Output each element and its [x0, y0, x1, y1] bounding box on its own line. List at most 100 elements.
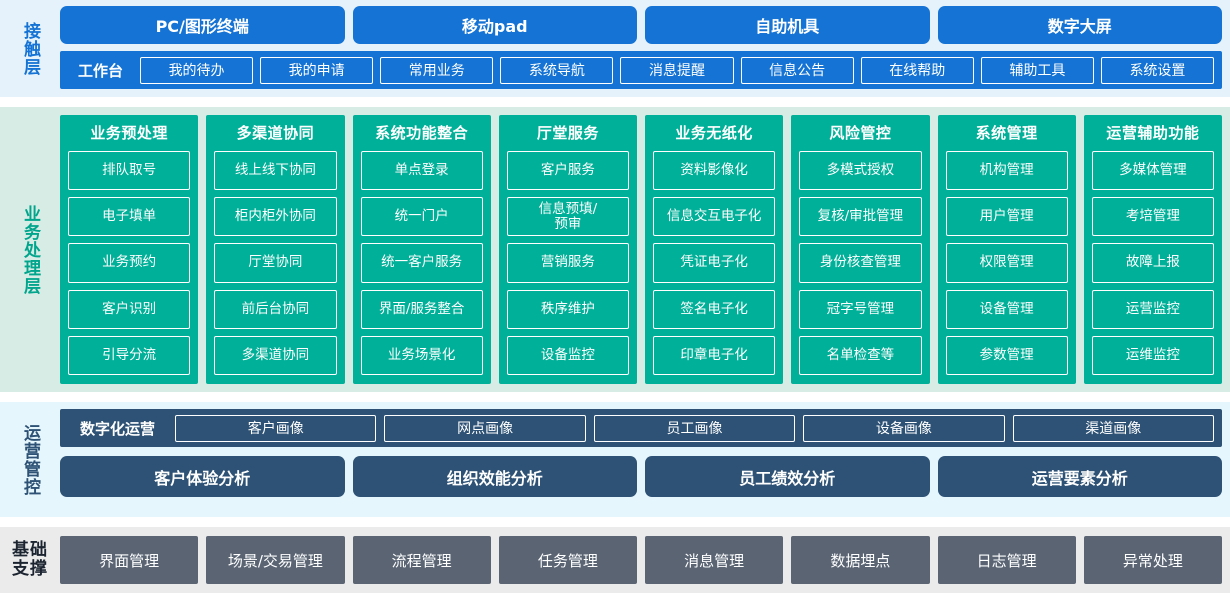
operations-layer-label-text: 运营管控	[20, 423, 41, 496]
portrait-item-device[interactable]: 设备画像	[803, 414, 1005, 442]
band-separator-3	[0, 517, 1230, 527]
workbench-item-online-help[interactable]: 在线帮助	[860, 56, 974, 84]
business-item[interactable]: 多媒体管理	[1091, 151, 1214, 191]
business-item[interactable]: 柜内柜外协同	[214, 197, 337, 237]
business-item[interactable]: 排队取号	[68, 151, 191, 191]
channel-item-self-service[interactable]: 自助机具	[645, 6, 930, 44]
business-column-hall-service: 厅堂服务 客户服务 信息预填/ 预审 营销服务 秩序维护 设备监控	[498, 115, 637, 384]
workbench-item-message-alert[interactable]: 消息提醒	[620, 56, 734, 84]
business-column-operation-aux: 运营辅助功能 多媒体管理 考培管理 故障上报 运营监控 运维监控	[1083, 115, 1222, 384]
business-item[interactable]: 单点登录	[360, 151, 483, 191]
workbench-item-announcement[interactable]: 信息公告	[740, 56, 854, 84]
business-column-title: 系统功能整合	[375, 124, 469, 142]
operations-layer-side-label: 运营管控	[0, 402, 60, 517]
foundation-item-message-management[interactable]: 消息管理	[645, 536, 784, 584]
operations-layer-body: 数字化运营 客户画像 网点画像 员工画像 设备画像 渠道画像 客户体验分析 组织…	[60, 402, 1230, 517]
business-item[interactable]: 凭证电子化	[653, 243, 776, 283]
workbench-item-system-settings[interactable]: 系统设置	[1100, 56, 1214, 84]
analysis-item-employee-performance[interactable]: 员工绩效分析	[645, 456, 930, 497]
business-item[interactable]: 客户服务	[506, 151, 629, 191]
analysis-item-customer-experience[interactable]: 客户体验分析	[60, 456, 345, 497]
business-item[interactable]: 业务预约	[68, 243, 191, 283]
portrait-item-channel[interactable]: 渠道画像	[1012, 414, 1214, 442]
business-item[interactable]: 考培管理	[1091, 197, 1214, 237]
business-item[interactable]: 前后台协同	[214, 289, 337, 329]
business-item[interactable]: 线上线下协同	[214, 151, 337, 191]
business-item[interactable]: 冠字号管理	[799, 289, 922, 329]
foundation-layer-label-text: 基础支撑	[12, 541, 48, 578]
business-column-title: 运营辅助功能	[1106, 124, 1200, 142]
portrait-item-employee[interactable]: 员工画像	[593, 414, 796, 442]
contact-layer-band: 接触层 PC/图形终端 移动pad 自助机具 数字大屏 工作台 我的待办 我的申…	[0, 0, 1230, 97]
foundation-label-line-2: 支撑	[12, 559, 48, 579]
workbench-title: 工作台	[78, 61, 124, 80]
business-item[interactable]: 业务场景化	[360, 335, 483, 376]
business-item[interactable]: 统一客户服务	[360, 243, 483, 283]
business-column-paperless: 业务无纸化 资料影像化 信息交互电子化 凭证电子化 签名电子化 印章电子化	[645, 115, 784, 384]
business-item[interactable]: 信息预填/ 预审	[506, 197, 629, 237]
workbench-row: 工作台 我的待办 我的申请 常用业务 系统导航 消息提醒 信息公告 在线帮助 辅…	[60, 51, 1222, 89]
channel-row: PC/图形终端 移动pad 自助机具 数字大屏	[60, 6, 1222, 44]
analysis-item-org-efficiency[interactable]: 组织效能分析	[352, 456, 637, 497]
foundation-item-exception-handling[interactable]: 异常处理	[1083, 536, 1222, 584]
channel-item-digital-screen[interactable]: 数字大屏	[937, 6, 1222, 44]
workbench-item-common-business[interactable]: 常用业务	[380, 56, 494, 84]
contact-layer-body: PC/图形终端 移动pad 自助机具 数字大屏 工作台 我的待办 我的申请 常用…	[60, 0, 1230, 97]
band-separator-1	[0, 97, 1230, 107]
workbench-item-aux-tools[interactable]: 辅助工具	[980, 56, 1094, 84]
business-column-system-integration: 系统功能整合 单点登录 统一门户 统一客户服务 界面/服务整合 业务场景化	[352, 115, 491, 384]
business-layer-side-label: 业务处理层	[0, 107, 60, 392]
business-item[interactable]: 权限管理	[945, 243, 1068, 283]
business-item[interactable]: 参数管理	[945, 335, 1068, 376]
business-item[interactable]: 资料影像化	[653, 151, 776, 191]
business-item[interactable]: 机构管理	[945, 151, 1068, 191]
foundation-item-task-management[interactable]: 任务管理	[498, 536, 637, 584]
business-item[interactable]: 电子填单	[68, 197, 191, 237]
business-item[interactable]: 秩序维护	[506, 289, 629, 329]
business-item[interactable]: 用户管理	[945, 197, 1068, 237]
business-item[interactable]: 印章电子化	[653, 335, 776, 376]
business-column-items: 多模式授权 复核/审批管理 身份核查管理 冠字号管理 名单检查等	[799, 151, 922, 376]
business-item[interactable]: 统一门户	[360, 197, 483, 237]
channel-item-mobile-pad[interactable]: 移动pad	[352, 6, 637, 44]
business-item[interactable]: 界面/服务整合	[360, 289, 483, 329]
business-item[interactable]: 客户识别	[68, 289, 191, 329]
workbench-item-my-application[interactable]: 我的申请	[260, 56, 374, 84]
foundation-item-process-management[interactable]: 流程管理	[352, 536, 491, 584]
business-item[interactable]: 名单检查等	[799, 335, 922, 376]
business-item[interactable]: 多渠道协同	[214, 335, 337, 376]
foundation-item-log-management[interactable]: 日志管理	[937, 536, 1076, 584]
business-column-multichannel: 多渠道协同 线上线下协同 柜内柜外协同 厅堂协同 前后台协同 多渠道协同	[206, 115, 345, 384]
business-column-title: 业务预处理	[90, 124, 168, 142]
workbench-item-system-navigation[interactable]: 系统导航	[500, 56, 614, 84]
portrait-item-customer[interactable]: 客户画像	[175, 414, 377, 442]
business-column-items: 排队取号 电子填单 业务预约 客户识别 引导分流	[68, 151, 191, 376]
business-column-title: 多渠道协同	[236, 124, 315, 142]
analysis-item-operation-factor[interactable]: 运营要素分析	[937, 456, 1222, 497]
business-item[interactable]: 信息交互电子化	[653, 197, 776, 237]
business-item[interactable]: 多模式授权	[799, 151, 922, 191]
business-item[interactable]: 运营监控	[1091, 289, 1214, 329]
business-item[interactable]: 签名电子化	[653, 289, 776, 329]
business-item[interactable]: 复核/审批管理	[799, 197, 922, 237]
portrait-item-branch[interactable]: 网点画像	[384, 414, 586, 442]
workbench-item-my-todo[interactable]: 我的待办	[140, 56, 254, 84]
business-item[interactable]: 营销服务	[506, 243, 629, 283]
foundation-item-data-tracking[interactable]: 数据埋点	[791, 536, 930, 584]
business-item[interactable]: 设备监控	[506, 335, 629, 376]
business-item[interactable]: 身份核查管理	[799, 243, 922, 283]
business-layer-band: 业务处理层 业务预处理 排队取号 电子填单 业务预约 客户识别 引导分流 多渠道…	[0, 107, 1230, 392]
business-column-items: 客户服务 信息预填/ 预审 营销服务 秩序维护 设备监控	[506, 151, 629, 376]
business-column-items: 机构管理 用户管理 权限管理 设备管理 参数管理	[945, 151, 1068, 376]
channel-item-pc[interactable]: PC/图形终端	[60, 6, 345, 44]
business-item[interactable]: 设备管理	[945, 289, 1068, 329]
business-item[interactable]: 运维监控	[1091, 335, 1214, 376]
business-layer-body: 业务预处理 排队取号 电子填单 业务预约 客户识别 引导分流 多渠道协同 线上线…	[60, 107, 1230, 392]
foundation-item-scenario-transaction[interactable]: 场景/交易管理	[206, 536, 345, 584]
foundation-item-ui-management[interactable]: 界面管理	[60, 536, 199, 584]
business-item[interactable]: 故障上报	[1091, 243, 1214, 283]
business-item[interactable]: 厅堂协同	[214, 243, 337, 283]
digital-operations-row: 数字化运营 客户画像 网点画像 员工画像 设备画像 渠道画像	[60, 409, 1222, 447]
business-item[interactable]: 引导分流	[68, 335, 191, 376]
